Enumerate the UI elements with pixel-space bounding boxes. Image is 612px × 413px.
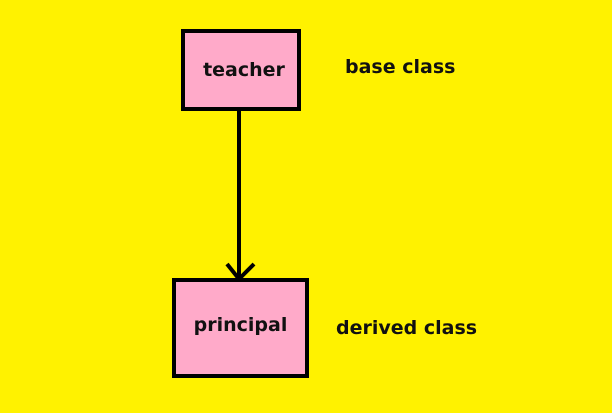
derived-class-annotation: derived class [336,317,478,339]
teacher-class-label: teacher [203,59,285,81]
principal-class-label: principal [193,314,288,336]
principal-class-box: principal [172,278,309,378]
teacher-class-box: teacher [181,29,301,111]
base-class-annotation: base class [345,56,456,78]
